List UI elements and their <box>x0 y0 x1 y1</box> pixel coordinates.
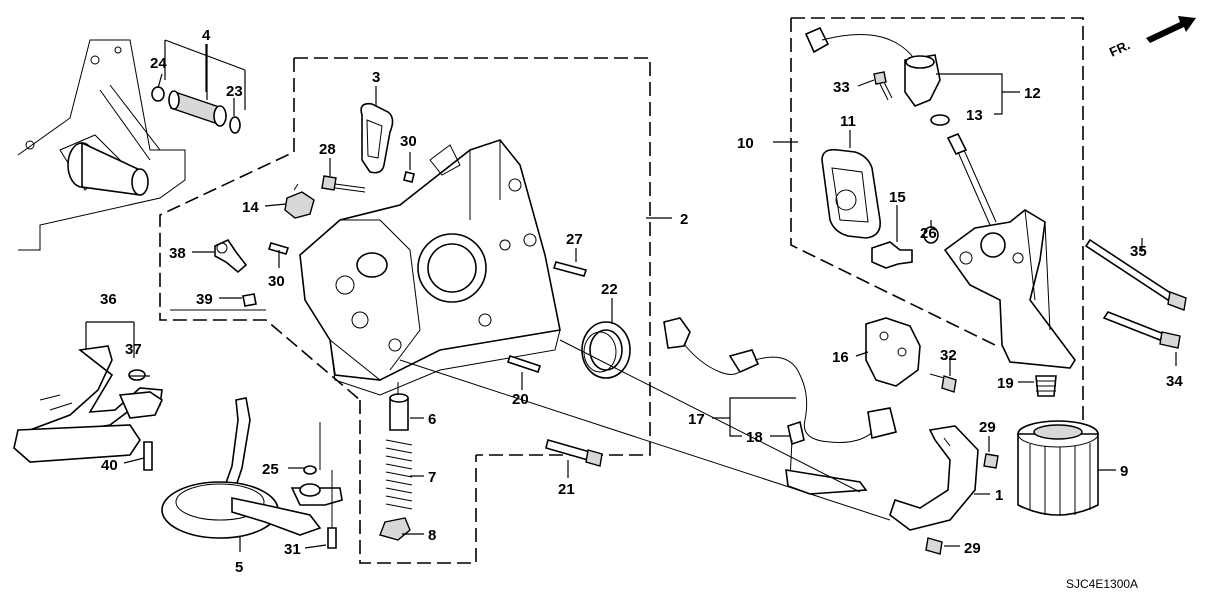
callout-15: 15 <box>889 189 906 206</box>
callout-2: 2 <box>680 211 688 228</box>
callout-38: 38 <box>169 245 186 262</box>
callout-9: 9 <box>1120 463 1128 480</box>
callout-6: 6 <box>428 411 436 428</box>
solenoid-group <box>804 26 1187 397</box>
callout-25: 25 <box>262 461 279 478</box>
callout-32: 32 <box>940 347 957 364</box>
callout-26: 26 <box>920 225 937 242</box>
callout-1: 1 <box>995 487 1003 504</box>
bracket-assembly <box>13 321 164 471</box>
callout-36: 36 <box>100 291 117 308</box>
callout-29-lower: 29 <box>964 540 981 557</box>
callout-7: 7 <box>428 469 436 486</box>
callout-10: 10 <box>737 135 754 152</box>
callout-5: 5 <box>235 559 243 576</box>
studs-and-bolts <box>506 261 603 467</box>
callout-39: 39 <box>196 291 213 308</box>
harness-and-bracket <box>663 317 999 555</box>
oil-filter <box>1017 420 1099 516</box>
callout-17: 17 <box>688 411 705 428</box>
front-label: FR. <box>1107 37 1132 59</box>
dowel-pins <box>267 171 415 255</box>
front-arrow-icon <box>1146 16 1196 43</box>
bolt-28 <box>321 175 366 193</box>
relief-group-outline <box>359 400 477 564</box>
callout-14: 14 <box>242 199 259 216</box>
callout-24: 24 <box>150 55 167 72</box>
callout-40: 40 <box>101 457 118 474</box>
oil-seal-22 <box>581 321 631 379</box>
callout-23: 23 <box>226 83 243 100</box>
callout-34: 34 <box>1166 373 1183 390</box>
callout-30-upper: 30 <box>400 133 417 150</box>
callout-29-upper: 29 <box>979 419 996 436</box>
solenoid-group-outline-right <box>791 17 1084 420</box>
callout-labels: 1 2 3 4 5 6 7 8 9 10 11 12 13 14 15 16 1… <box>100 27 1183 576</box>
callout-18: 18 <box>746 429 763 446</box>
relief-valve-parts <box>379 382 413 541</box>
callout-33: 33 <box>833 79 850 96</box>
pump-group-outline-left <box>159 58 361 401</box>
callout-11: 11 <box>840 113 856 130</box>
callout-12: 12 <box>1024 85 1041 102</box>
callout-8: 8 <box>428 527 436 544</box>
pump-group-outline <box>294 57 651 456</box>
front-direction-marker: FR. <box>1107 16 1196 60</box>
callout-22: 22 <box>601 281 618 298</box>
callout-16: 16 <box>832 349 849 366</box>
callout-21: 21 <box>558 481 575 498</box>
drawing-code: SJC4E1300A <box>1066 577 1138 591</box>
callout-4: 4 <box>202 27 211 44</box>
oil-pump-housing <box>299 139 561 396</box>
engine-block-fragment <box>17 39 186 251</box>
leader-lines <box>123 44 1177 552</box>
callout-35: 35 <box>1130 243 1147 260</box>
callout-27: 27 <box>566 231 583 248</box>
oil-pressure-switch-14 <box>284 183 315 219</box>
spool-valve-assembly <box>151 39 246 134</box>
callout-31: 31 <box>284 541 301 558</box>
callout-37: 37 <box>125 341 142 358</box>
callout-30-lower: 30 <box>268 273 285 290</box>
callout-19: 19 <box>997 375 1014 392</box>
sensor-38-39 <box>214 238 257 307</box>
callout-28: 28 <box>319 141 336 158</box>
callout-3: 3 <box>372 69 380 86</box>
pump-gasket <box>360 102 394 174</box>
oil-strainer <box>161 397 343 549</box>
solenoid-group-outline-left <box>790 18 996 346</box>
callout-13: 13 <box>966 107 983 124</box>
callout-20: 20 <box>512 391 529 408</box>
group-outlines <box>159 17 1084 564</box>
